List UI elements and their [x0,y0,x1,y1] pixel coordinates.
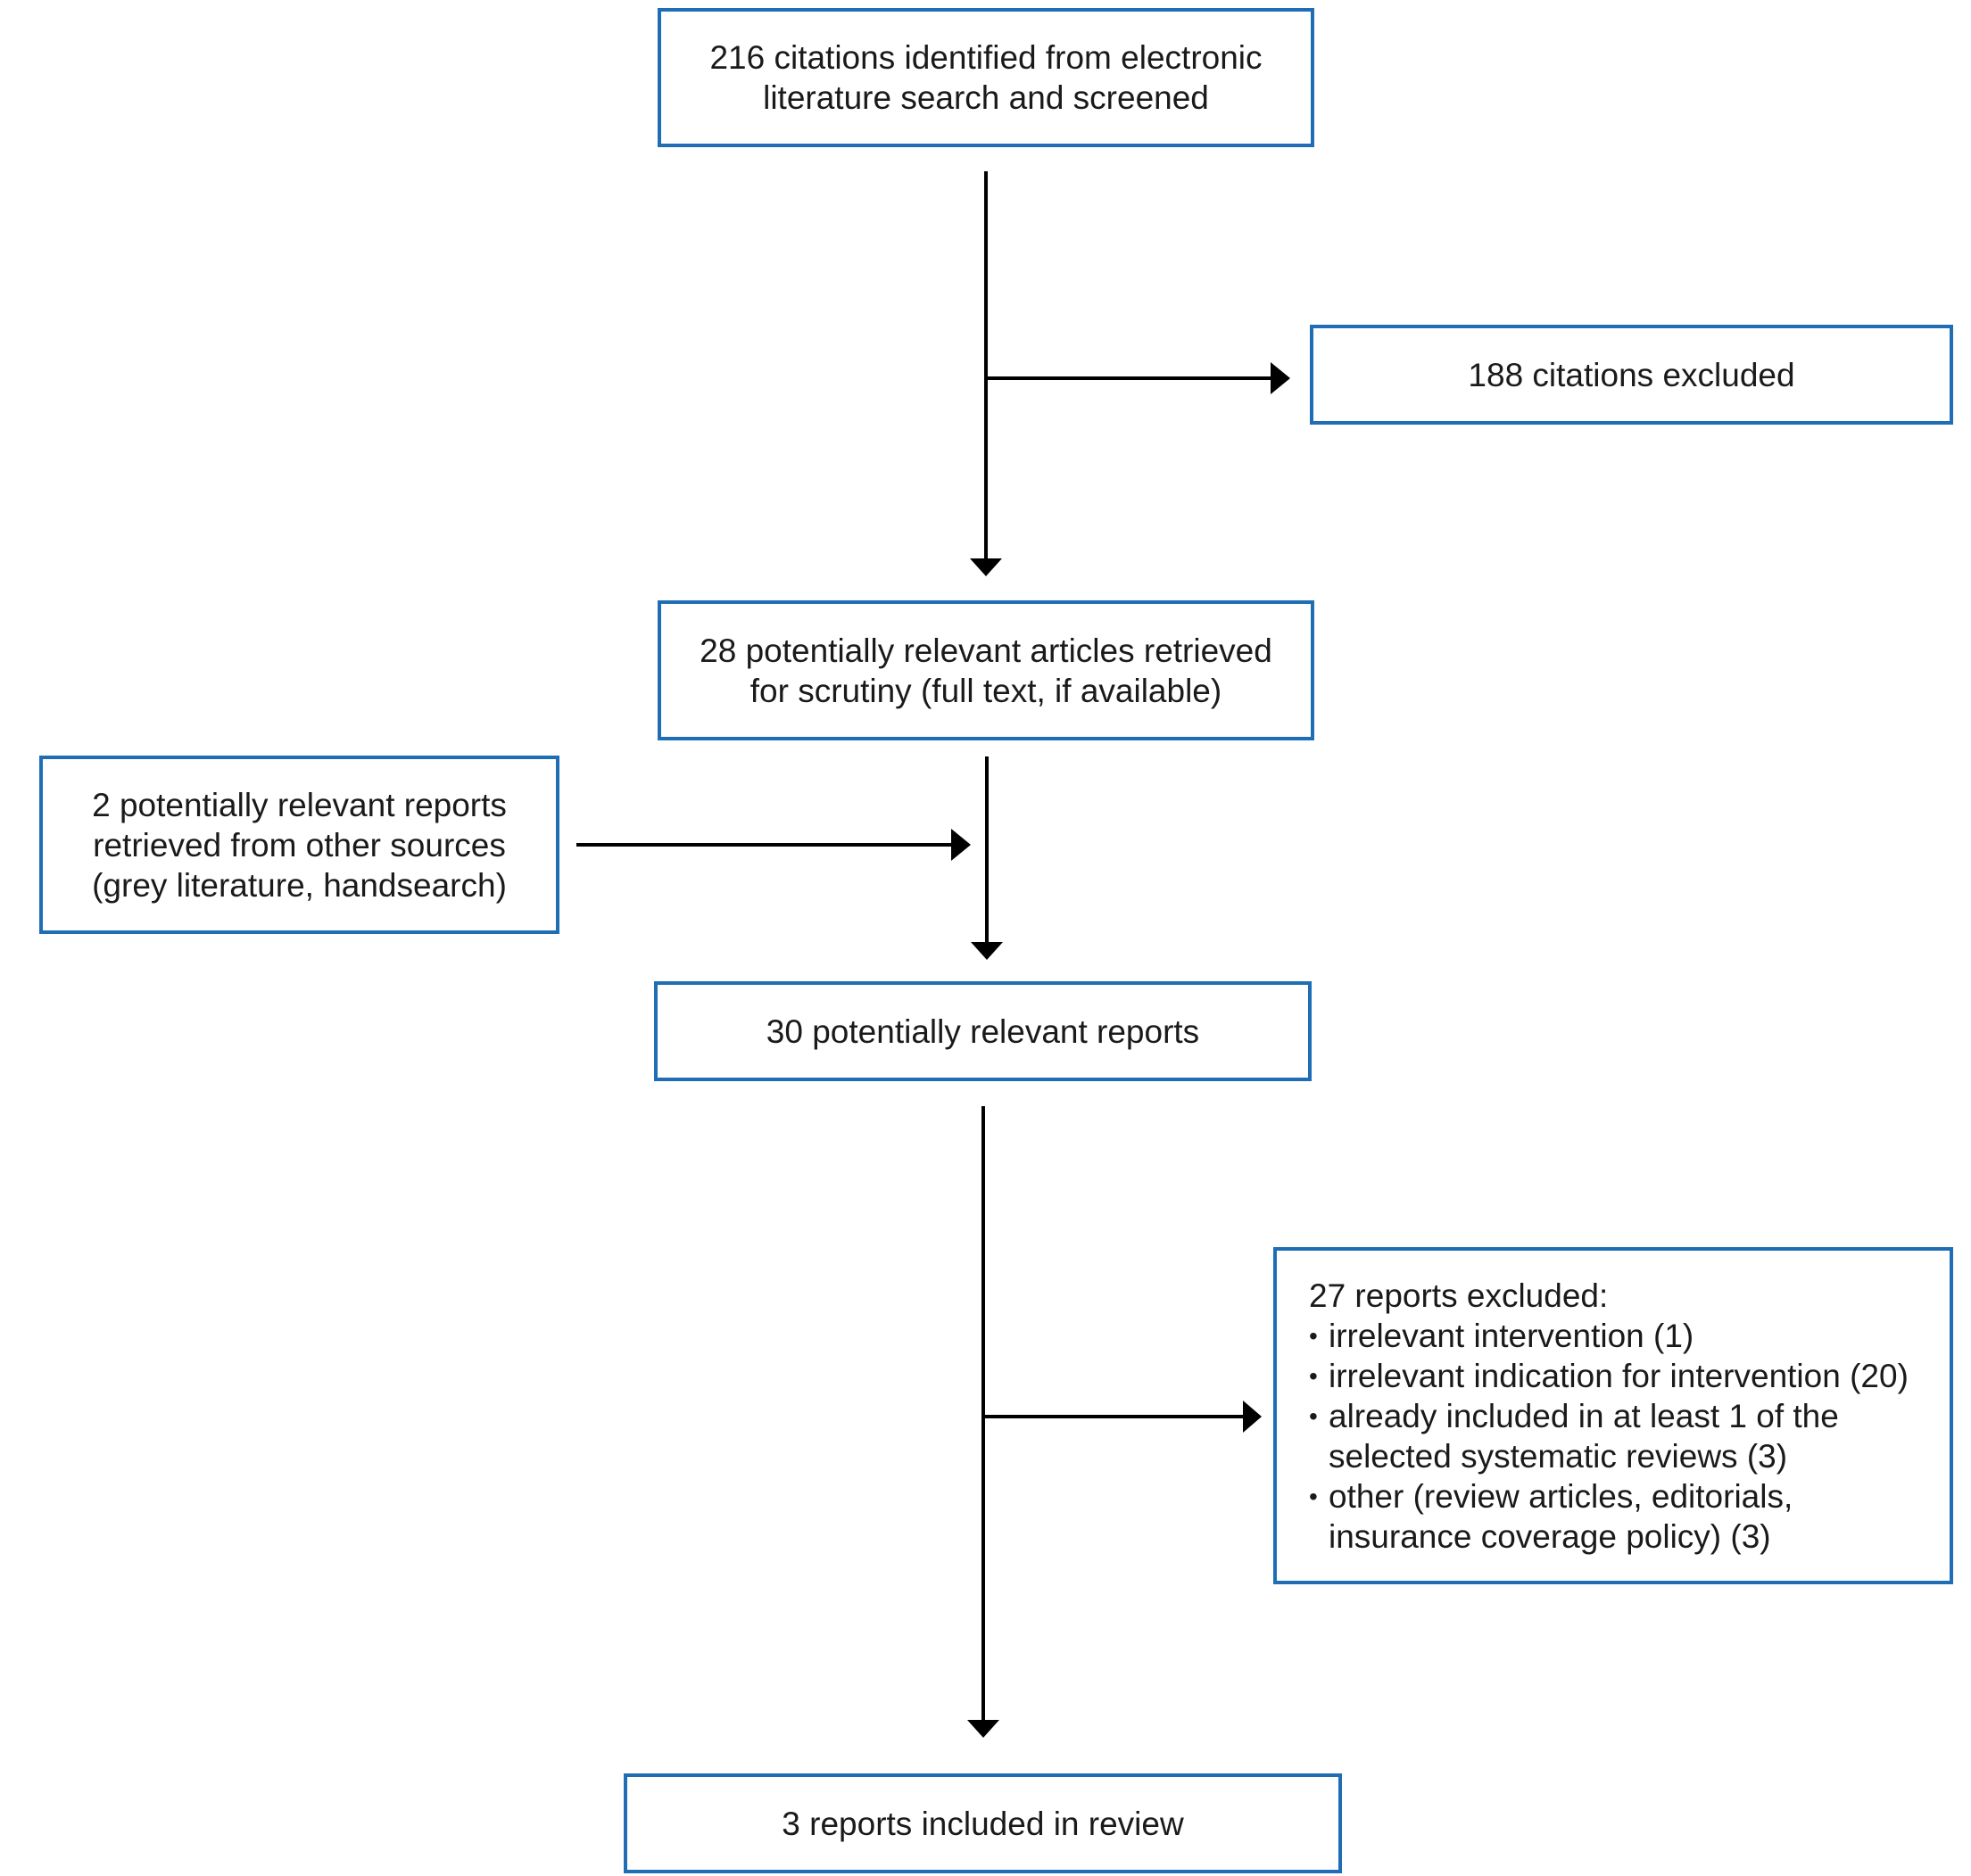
arrowhead-right-3 [1243,1401,1262,1433]
retrieved-articles-line-2: for scrutiny (full text, if available) [749,672,1222,709]
excluded-reports-box: 27 reports excluded: irrelevant interven… [1273,1247,1953,1584]
exclusion-reason-item: irrelevant indication for intervention (… [1309,1356,1909,1396]
other-sources-line-2: retrieved from other sources [93,826,506,864]
other-sources-box: 2 potentially relevant reports retrieved… [39,756,559,934]
retrieved-articles-line-1: 28 potentially relevant articles retriev… [700,632,1272,669]
excluded-reports-title: 27 reports excluded: [1309,1277,1609,1314]
retrieved-articles-box: 28 potentially relevant articles retriev… [658,600,1314,740]
arrowhead-right-1 [1271,362,1290,394]
exclusion-reason-line: irrelevant intervention (1) [1329,1317,1694,1354]
arrowhead-right-2 [951,829,971,861]
potentially-relevant-reports-box: 30 potentially relevant reports [654,981,1312,1081]
included-reports-box: 3 reports included in review [624,1773,1342,1873]
exclusion-reason-line: insurance coverage policy) (3) [1329,1517,1771,1555]
exclusion-reason-line: already included in at least 1 of the [1329,1397,1839,1434]
identified-citations-line-2: literature search and screened [763,79,1209,116]
arrowhead-down-2 [971,942,1003,960]
excluded-citations-box: 188 citations excluded [1310,325,1953,425]
other-sources-line-3: (grey literature, handsearch) [92,866,507,904]
exclusion-reason-line: other (review articles, editorials, [1329,1477,1793,1515]
identified-citations-box: 216 citations identified from electronic… [658,8,1314,147]
exclusion-reason-item: already included in at least 1 of the se… [1309,1396,1909,1476]
potentially-relevant-reports-line-1: 30 potentially relevant reports [766,1012,1200,1050]
included-reports-line-1: 3 reports included in review [782,1805,1184,1842]
other-sources-line-1: 2 potentially relevant reports [92,786,507,823]
exclusion-reasons-list: irrelevant intervention (1) irrelevant i… [1309,1316,1909,1557]
exclusion-reason-item: irrelevant intervention (1) [1309,1316,1909,1356]
arrowhead-down-1 [970,558,1002,576]
identified-citations-line-1: 216 citations identified from electronic [709,39,1263,76]
arrowhead-down-3 [967,1720,999,1738]
exclusion-reason-item: other (review articles, editorials, insu… [1309,1476,1909,1557]
exclusion-reason-line: irrelevant indication for intervention (… [1329,1357,1909,1394]
exclusion-reason-line: selected systematic reviews (3) [1329,1437,1788,1475]
excluded-citations-line-1: 188 citations excluded [1468,356,1795,393]
